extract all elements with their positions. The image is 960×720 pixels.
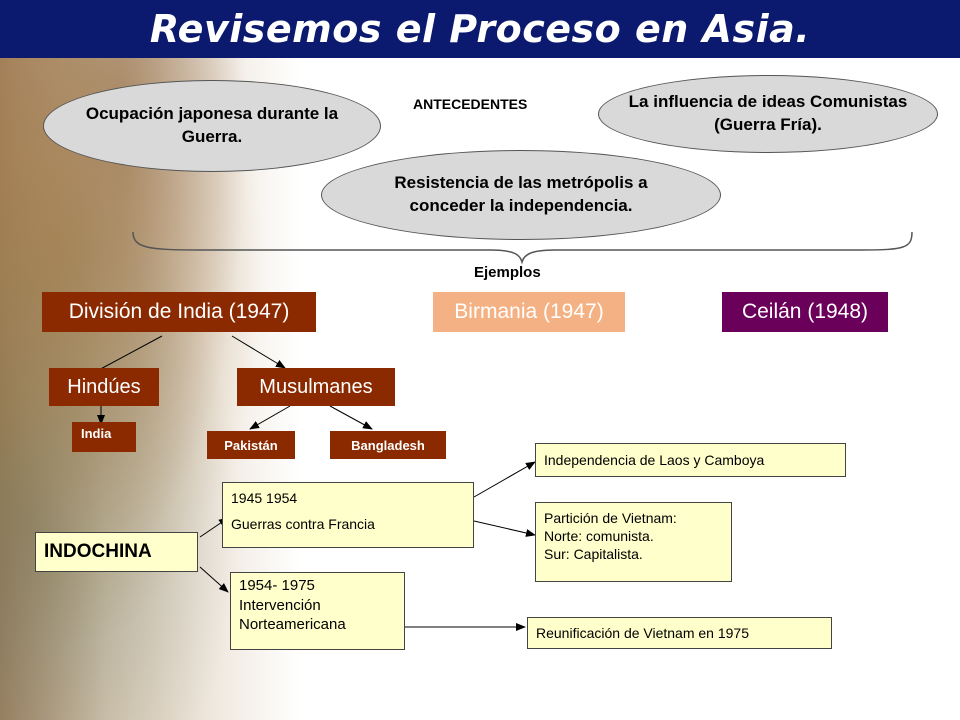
- box-india-text: India: [81, 426, 112, 441]
- title-bar: Revisemos el Proceso en Asia.: [0, 0, 960, 58]
- period1-text: Guerras contra Francia: [231, 516, 375, 533]
- box-reunificacion-text: Reunificación de Vietnam en 1975: [536, 624, 750, 641]
- particion-line1: Partición de Vietnam:: [544, 510, 677, 526]
- ellipse-ocupacion-text: Ocupación japonesa durante la Guerra.: [85, 104, 339, 146]
- ellipse-resistencia-text: Resistencia de las metrópolis a conceder…: [394, 173, 648, 215]
- box-pakistan-text: Pakistán: [224, 437, 278, 453]
- box-birmania-text: Birmania (1947): [454, 300, 604, 323]
- box-ceilan-text: Ceilán (1948): [741, 300, 869, 323]
- box-indochina-text: INDOCHINA: [44, 540, 152, 562]
- box-particion: Partición de Vietnam: Norte: comunista. …: [535, 502, 732, 582]
- arrow-musulmanes-pakistan: [249, 405, 291, 430]
- ellipse-ocupacion: Ocupación japonesa durante la Guerra.: [43, 80, 381, 172]
- period2-line1: Intervención: [239, 596, 321, 614]
- box-hindues-text: Hindúes: [67, 375, 141, 398]
- ellipse-resistencia: Resistencia de las metrópolis a conceder…: [321, 150, 721, 240]
- box-birmania: Birmania (1947): [433, 292, 625, 332]
- period2-line2: Norteamericana: [239, 616, 346, 633]
- box-division-india: División de India (1947): [42, 292, 316, 332]
- antecedentes-label: ANTECEDENTES: [413, 96, 528, 112]
- ellipse-influencia-text: La influencia de ideas Comunistas (Guerr…: [628, 92, 908, 134]
- box-hindues: Hindúes: [49, 368, 159, 406]
- particion-line3: Sur: Capitalista.: [544, 546, 643, 563]
- arrow-musulmanes-bangladesh: [329, 405, 373, 430]
- particion-line2: Norte: comunista.: [544, 528, 654, 545]
- arrow-indochina-period2: [199, 566, 229, 593]
- box-musulmanes-text: Musulmanes: [259, 375, 373, 398]
- ejemplos-label: Ejemplos: [474, 264, 541, 281]
- box-bangladesh-text: Bangladesh: [351, 437, 425, 453]
- box-indochina: INDOCHINA: [35, 532, 198, 572]
- brace: [132, 231, 913, 265]
- line-india-hindues: [94, 335, 163, 373]
- box-laos-text: Independencia de Laos y Camboya: [544, 451, 765, 468]
- box-pakistan: Pakistán: [207, 431, 295, 459]
- box-ceilan: Ceilán (1948): [722, 292, 888, 332]
- arrow-period1-particion: [473, 520, 536, 537]
- box-period2: 1954- 1975 Intervención Norteamericana: [230, 572, 405, 650]
- period1-years: 1945 1954: [231, 490, 298, 506]
- box-laos: Independencia de Laos y Camboya: [535, 443, 846, 477]
- box-musulmanes: Musulmanes: [237, 368, 395, 406]
- ellipse-influencia: La influencia de ideas Comunistas (Guerr…: [598, 75, 938, 153]
- period2-years: 1954- 1975: [239, 577, 315, 594]
- box-india: India: [72, 422, 136, 452]
- box-reunificacion: Reunificación de Vietnam en 1975: [527, 617, 832, 649]
- box-period1: 1945 1954 Guerras contra Francia: [222, 482, 474, 548]
- box-bangladesh: Bangladesh: [330, 431, 446, 459]
- box-division-india-text: División de India (1947): [68, 300, 290, 323]
- arrow-period1-laos: [473, 461, 536, 498]
- page-title: Revisemos el Proceso en Asia.: [149, 7, 811, 51]
- arrow-india-musulmanes: [231, 335, 286, 369]
